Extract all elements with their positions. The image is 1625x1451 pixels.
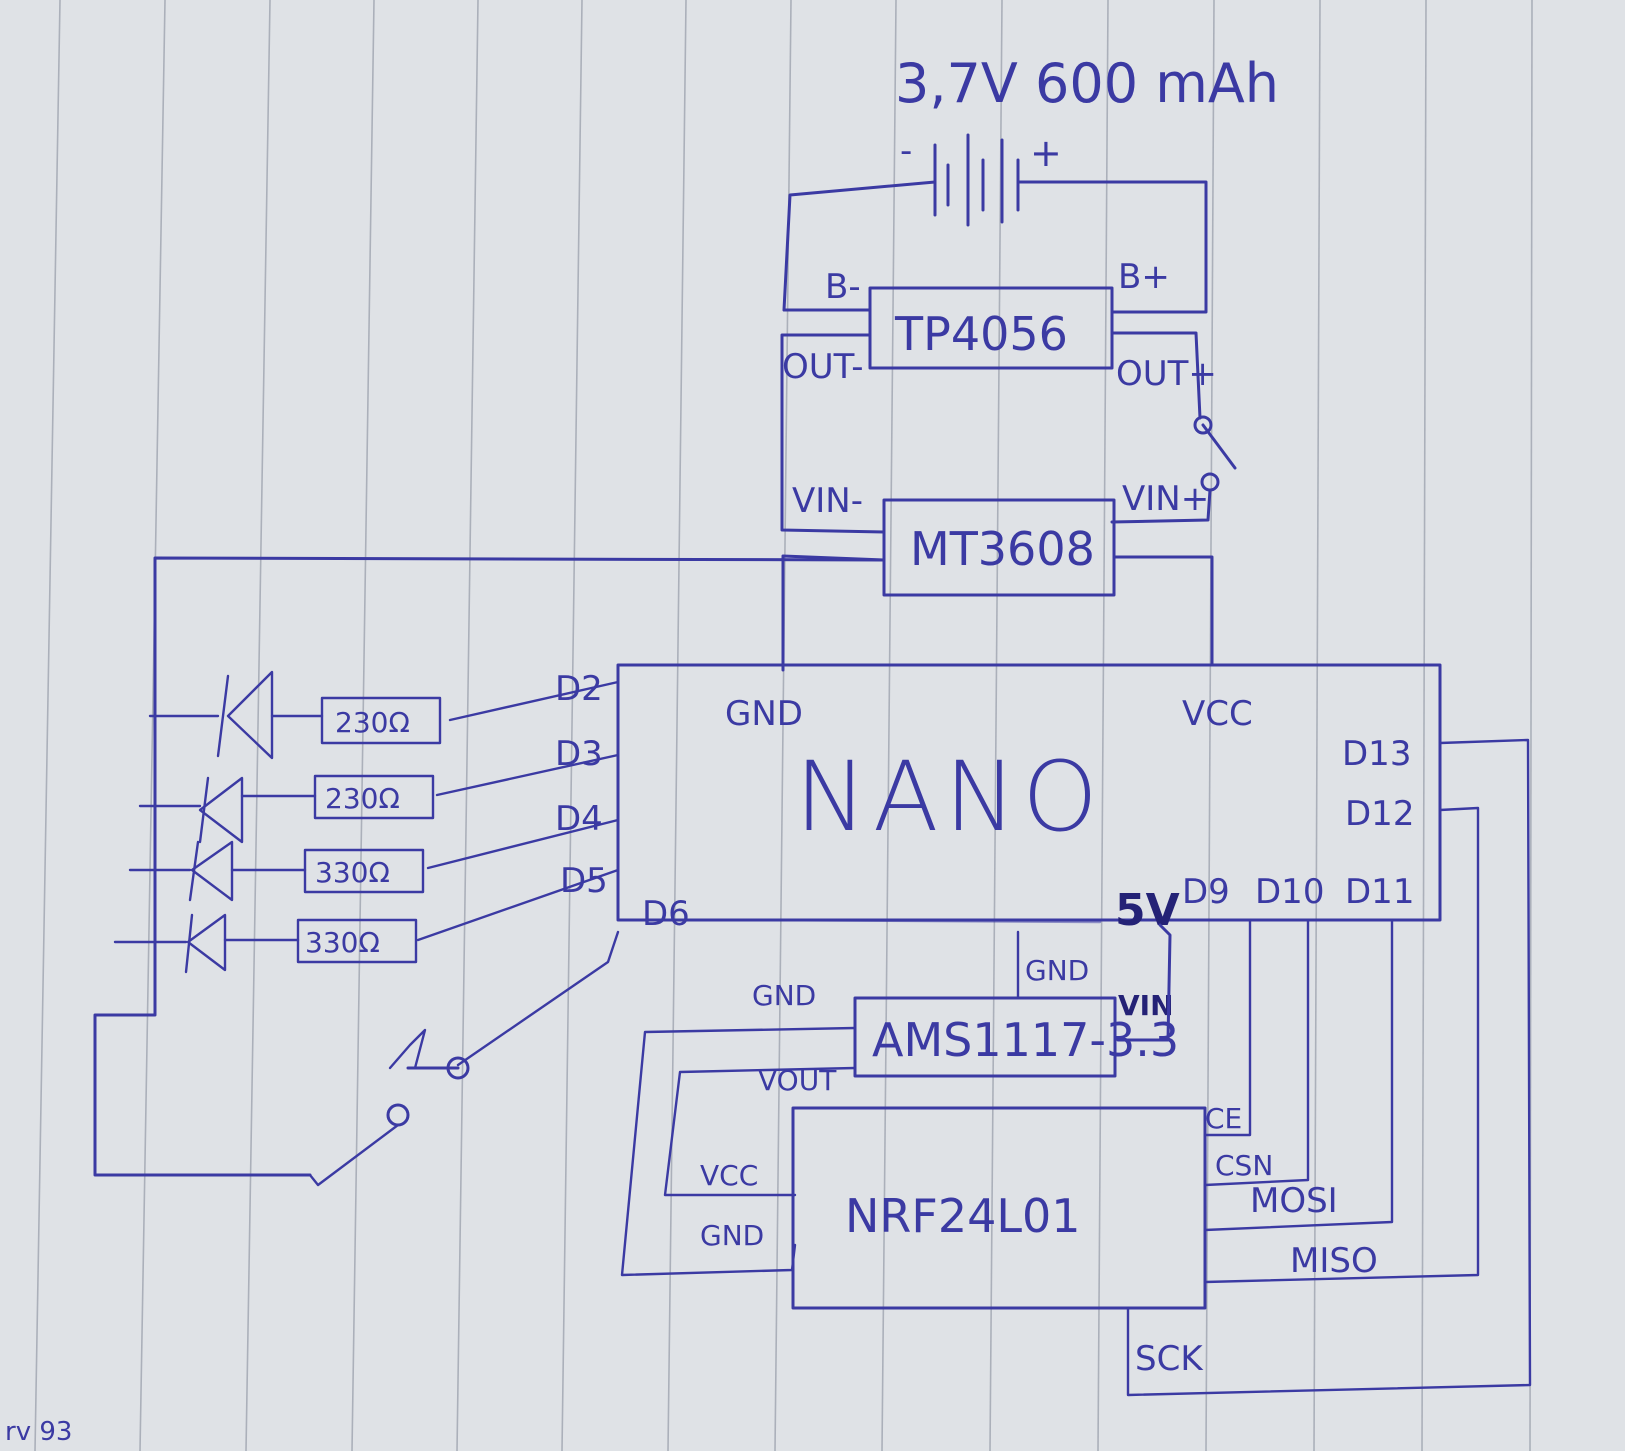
tp4056-label: TP4056 (894, 307, 1068, 361)
nano-pin-d13: D13 (1342, 734, 1411, 774)
nano-board: NANO GND VCC D2 D3 D4 D5 D6 D13 D12 D11 … (555, 663, 1442, 936)
led-2 (198, 776, 244, 844)
nano-label: NANO (795, 741, 1104, 853)
ams1117-pin-vin: VIN (1118, 989, 1174, 1022)
resistor-3-value: 330Ω (315, 856, 390, 889)
nano-pin-d9: D9 (1182, 872, 1230, 912)
resistor-4-value: 330Ω (305, 926, 380, 959)
nrf-pin-gnd: GND (700, 1219, 764, 1252)
nano-pin-d10: D10 (1255, 872, 1324, 912)
mt3608-pin-vin-minus: VIN- (792, 481, 863, 521)
battery-minus-sign: - (900, 131, 912, 171)
ground-rail (93, 556, 886, 1177)
nano-pin-d6: D6 (642, 894, 690, 934)
led-4 (184, 913, 227, 974)
nrf24l01-label: NRF24L01 (845, 1189, 1081, 1243)
nrf-pin-miso: MISO (1290, 1241, 1378, 1281)
corner-note: rv 93 (5, 1417, 72, 1447)
resistor-2-value: 230Ω (325, 782, 400, 815)
push-button (308, 930, 620, 1187)
nano-pin-gnd: GND (725, 694, 803, 734)
ams1117-pin-gnd-top: GND (1025, 954, 1089, 987)
led-1 (216, 670, 274, 760)
power-switch (1110, 415, 1237, 524)
resistor-1 (320, 696, 442, 745)
nano-pin-5v: 5V (1115, 885, 1180, 936)
mt3608-pin-vin-plus: VIN+ (1122, 479, 1209, 519)
battery-plus-sign: + (1030, 131, 1062, 175)
tp4056-pin-b-plus: B+ (1118, 257, 1170, 297)
nrf-pin-sck: SCK (1135, 1339, 1204, 1379)
led-3 (188, 840, 234, 902)
nano-pin-d11: D11 (1345, 872, 1414, 912)
nrf-pin-mosi: MOSI (1250, 1181, 1338, 1221)
battery: 3,7V 600 mAh - + (782, 52, 1279, 314)
tp4056-module: TP4056 B- B+ OUT- OUT+ (780, 257, 1217, 534)
ams1117-regulator: AMS1117-3.3 GND GND VIN VOUT (620, 923, 1179, 1277)
nano-pin-vcc: VCC (1182, 694, 1253, 734)
battery-label: 3,7V 600 mAh (895, 52, 1279, 115)
nrf-pin-vcc: VCC (700, 1159, 758, 1192)
nano-pin-d2: D2 (555, 669, 603, 709)
led-bank: 230Ω 230Ω 330Ω 330Ω (113, 670, 620, 974)
nrf-pin-ce: CE (1205, 1102, 1242, 1135)
nrf-pin-csn: CSN (1215, 1149, 1273, 1182)
nrf24l01-module: NRF24L01 VCC GND CE CSN MOSI MISO SCK (700, 738, 1532, 1397)
ams1117-pin-gnd-left: GND (752, 979, 816, 1012)
resistor-1-value: 230Ω (335, 706, 410, 739)
tp4056-pin-b-minus: B- (825, 267, 861, 307)
paper-rules (34, 0, 1533, 1451)
mt3608-label: MT3608 (910, 522, 1095, 576)
nano-pin-d4: D4 (555, 799, 603, 839)
tp4056-pin-out-plus: OUT+ (1116, 354, 1217, 394)
nano-pin-d12: D12 (1345, 794, 1414, 834)
tp4056-pin-out-minus: OUT- (782, 347, 864, 387)
mt3608-module: MT3608 VIN- VIN+ (781, 479, 1214, 672)
